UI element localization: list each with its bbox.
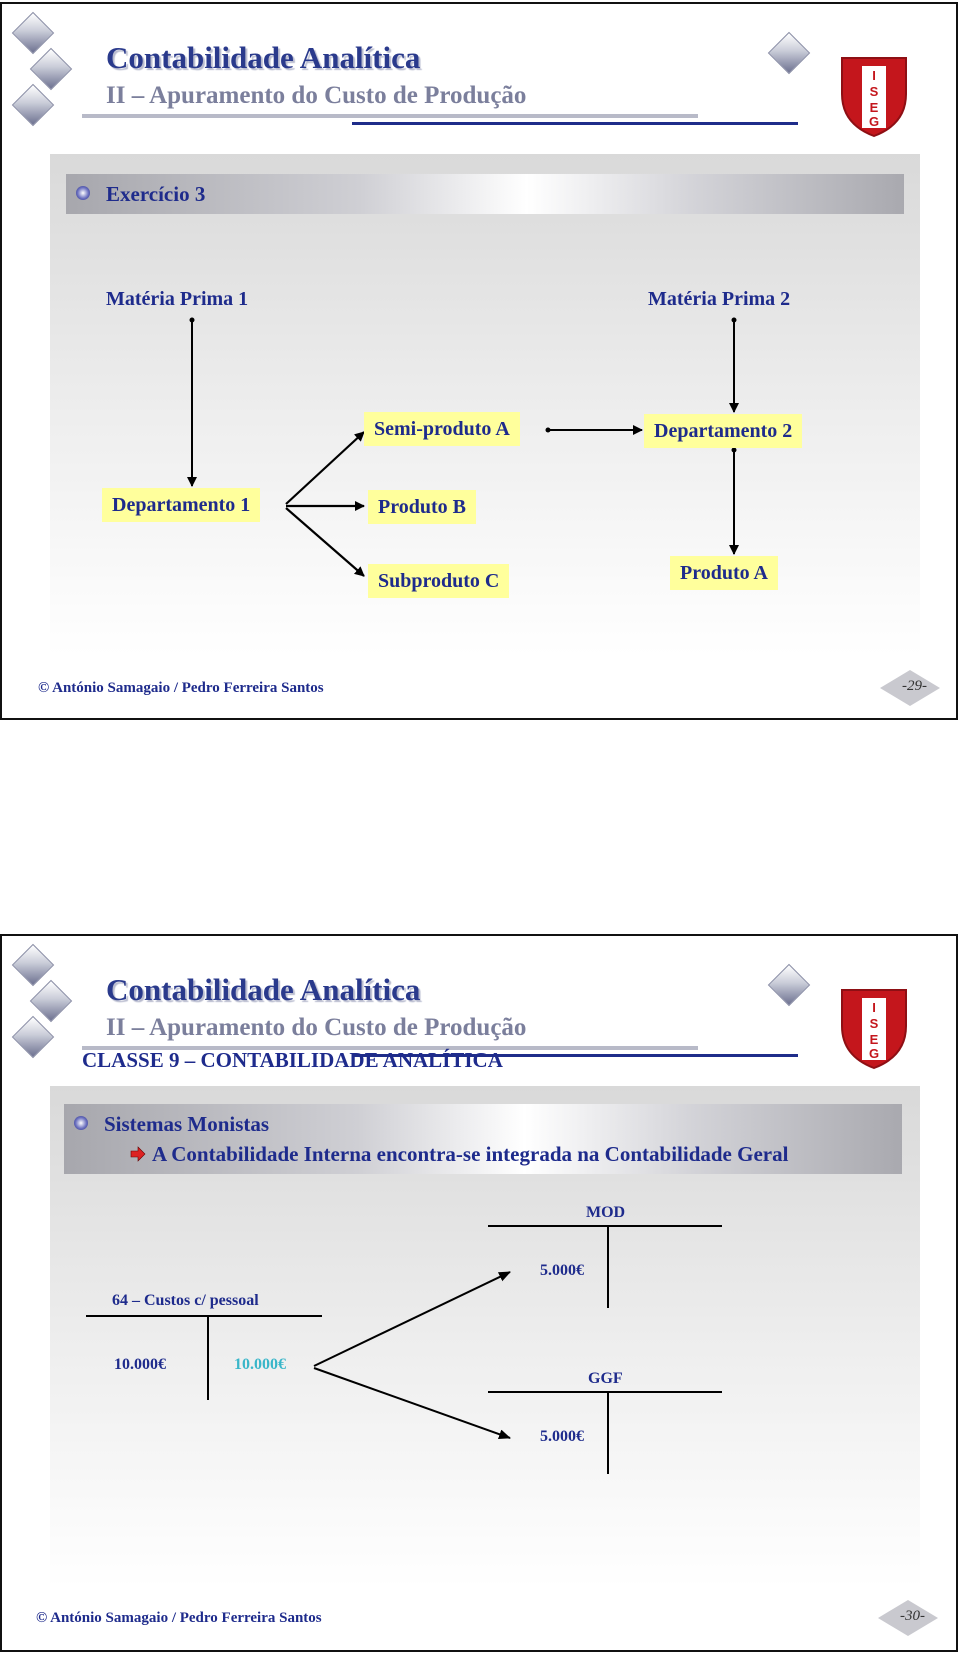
account-64-credit: 10.000€ (234, 1356, 286, 1373)
bullet-icon (76, 186, 90, 200)
node-produto-b: Produto B (368, 490, 476, 524)
slide-29: Contabilidade Analítica II – Apuramento … (0, 2, 958, 720)
node-materia-prima-2: Matéria Prima 2 (648, 288, 791, 310)
svg-text:G: G (869, 114, 879, 129)
classe-heading: CLASSE 9 – CONTABILIDADE ANALÍTICA (82, 1048, 503, 1072)
node-subproduto-c: Subproduto C (368, 564, 510, 598)
slide-title: Contabilidade Analítica (106, 972, 421, 1007)
page-number: -30- (900, 1608, 925, 1624)
slide-subtitle: II – Apuramento do Custo de Produção (106, 82, 527, 109)
account-mod-debit: 5.000€ (540, 1262, 584, 1279)
node-semi-produto-a: Semi-produto A (364, 412, 520, 446)
page-number: -29- (902, 678, 927, 694)
title-rule-accent (352, 1054, 798, 1057)
account-mod-label: MOD (586, 1204, 626, 1221)
svg-text:G: G (869, 1046, 879, 1061)
section-banner: Exercício 3 (66, 174, 904, 214)
svg-text:E: E (870, 1032, 879, 1047)
iseg-logo-icon: I S E G (841, 57, 907, 138)
flow-diagram-arrows (187, 317, 739, 577)
account-64-label: 64 – Custos c/ pessoal (112, 1292, 259, 1309)
bullet-sistemas-monistas: Sistemas Monistas (104, 1112, 270, 1136)
title-rule (82, 114, 698, 118)
footer-authors: © António Samagaio / Pedro Ferreira Sant… (38, 680, 324, 696)
svg-text:I: I (872, 68, 876, 83)
account-ggf-label: GGF (588, 1370, 623, 1387)
node-materia-prima-1: Matéria Prima 1 (106, 288, 249, 310)
sub-bullet-text: A Contabilidade Interna encontra-se inte… (152, 1142, 789, 1166)
svg-text:I: I (872, 1000, 876, 1015)
section-banner: Sistemas Monistas A Contabilidade Intern… (64, 1104, 902, 1174)
bullet-icon (74, 1116, 88, 1130)
node-produto-a: Produto A (670, 556, 778, 590)
node-departamento-2: Departamento 2 (644, 414, 803, 448)
svg-text:S: S (870, 84, 879, 99)
account-64-debit: 10.000€ (114, 1356, 166, 1373)
title-rule (82, 1046, 698, 1050)
account-ggf-debit: 5.000€ (540, 1428, 584, 1445)
slide-subtitle: II – Apuramento do Custo de Produção (106, 1014, 527, 1041)
section-title: Exercício 3 (106, 182, 206, 206)
slide-title: Contabilidade Analítica (106, 40, 421, 75)
title-rule-accent (352, 122, 798, 125)
node-departamento-1: Departamento 1 (102, 488, 261, 522)
page-number-diamond-icon (878, 1600, 938, 1636)
footer-authors: © António Samagaio / Pedro Ferreira Sant… (36, 1610, 322, 1626)
arrow-bullet-icon (130, 1146, 146, 1162)
svg-text:S: S (870, 1016, 879, 1031)
page-number-diamond-icon (880, 670, 940, 706)
svg-text:E: E (870, 100, 879, 115)
iseg-logo-icon: I S E G (841, 989, 907, 1070)
